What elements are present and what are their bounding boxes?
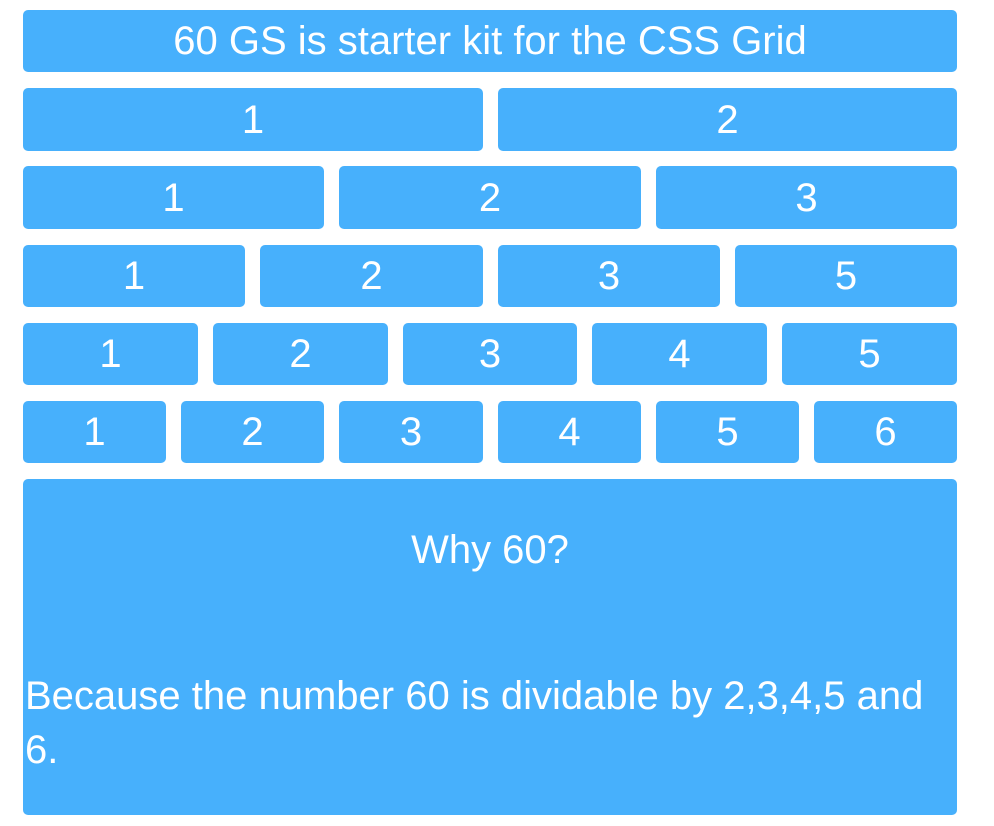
grid-cell: 4	[498, 401, 641, 463]
grid-cell: 5	[656, 401, 799, 463]
grid-cell: 3	[498, 245, 720, 307]
grid-cell: 2	[339, 166, 641, 229]
grid-cell: 1	[23, 245, 245, 307]
grid-cell: 2	[498, 88, 957, 151]
grid-cell: 2	[181, 401, 324, 463]
why-heading: Why 60?	[411, 528, 569, 572]
grid-cell: 4	[592, 323, 767, 385]
grid-cell: 5	[782, 323, 957, 385]
grid-cell: 1	[23, 88, 483, 151]
page-title: 60 GS is starter kit for the CSS Grid	[23, 10, 957, 72]
why-panel: Why 60? Because the number 60 is dividab…	[23, 479, 957, 815]
grid-cell: 6	[814, 401, 957, 463]
grid-cell: 2	[260, 245, 483, 307]
grid-cell: 3	[403, 323, 577, 385]
grid-cell: 3	[339, 401, 483, 463]
grid-cell: 1	[23, 166, 324, 229]
grid-cell: 1	[23, 401, 166, 463]
grid-cell: 2	[213, 323, 388, 385]
why-text: Because the number 60 is dividable by 2,…	[25, 674, 924, 772]
grid-cell: 1	[23, 323, 198, 385]
grid-cell: 5	[735, 245, 957, 307]
grid-cell: 3	[656, 166, 957, 229]
